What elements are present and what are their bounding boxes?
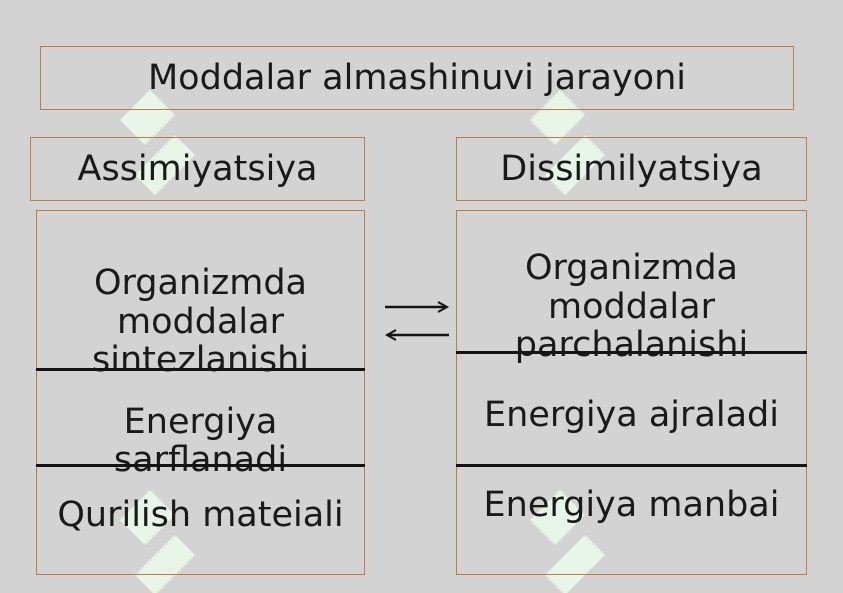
dissimilation-divider-1 [456, 351, 807, 354]
assimilation-row-1: Organizmda moddalar sintezlanishi [92, 263, 309, 381]
exchange-arrows-icon [384, 301, 450, 341]
assimilation-divider-1 [36, 368, 365, 371]
assimilation-header: Assimiyatsiya [77, 148, 318, 189]
dissimilation-header: Dissimilyatsiya [500, 148, 763, 189]
assimilation-header-box [30, 137, 365, 201]
dissimilation-row-1: Organizmda moddalar parchalanishi [514, 248, 749, 366]
dissimilation-row-2: Energiya ajraladi [484, 394, 779, 435]
dissimilation-column [456, 210, 807, 575]
assimilation-divider-2 [36, 464, 365, 467]
dissimilation-header-box [456, 137, 807, 201]
assimilation-row-2: Energiya sarflanadi [113, 401, 288, 480]
title-box [40, 46, 794, 110]
assimilation-column [36, 210, 365, 575]
assimilation-row-3: Qurilish mateiali [57, 494, 344, 535]
dissimilation-row-3: Energiya manbai [483, 484, 780, 525]
dissimilation-divider-2 [456, 464, 807, 467]
diagram-title: Moddalar almashinuvi jarayoni [147, 57, 686, 98]
